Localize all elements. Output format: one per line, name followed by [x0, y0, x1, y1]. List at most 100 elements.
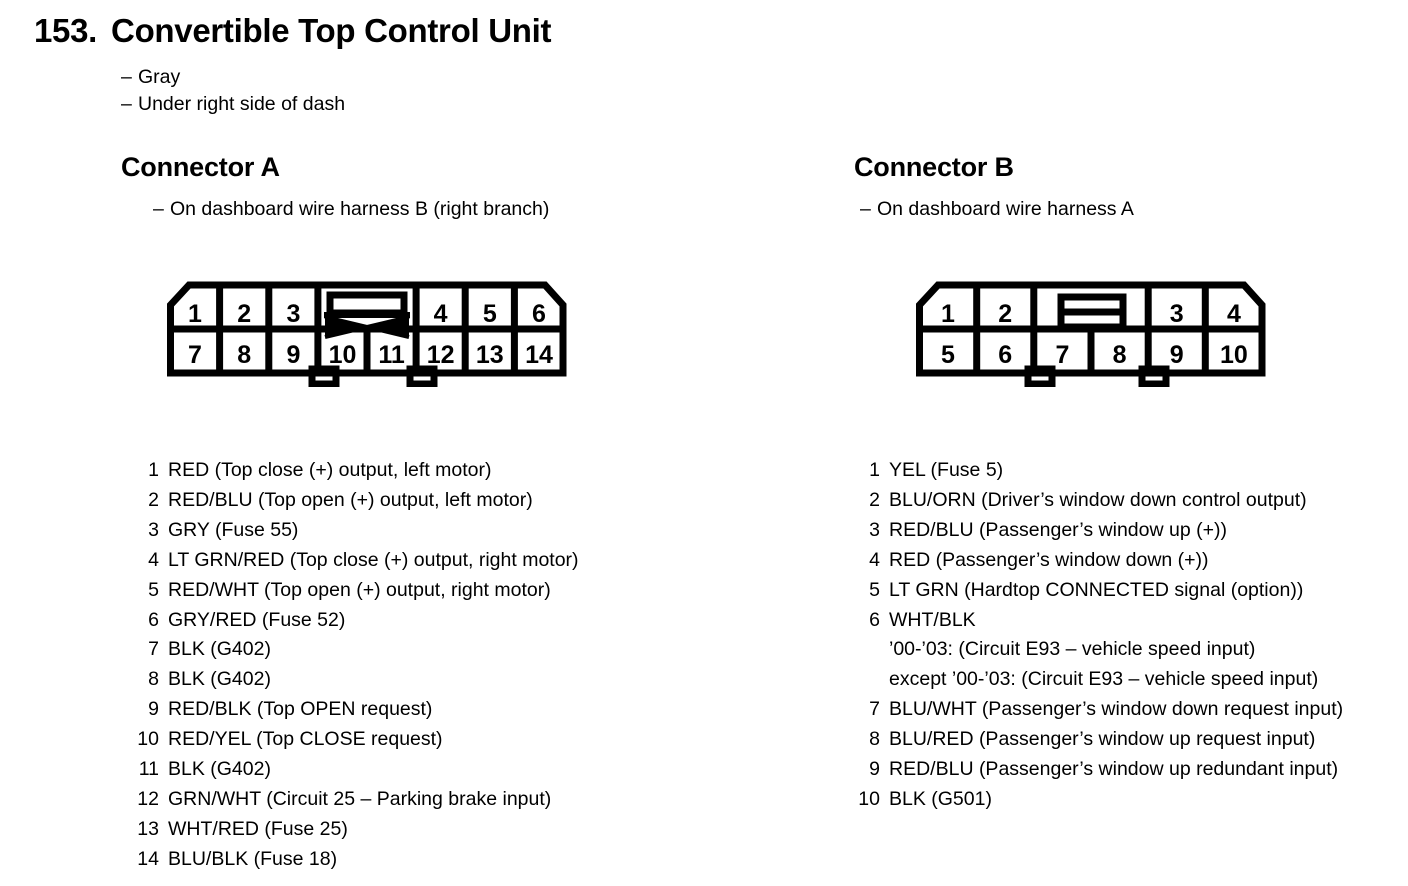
connector-b-pin-number: 8 — [1113, 341, 1127, 369]
connector-a-pin-number: 14 — [525, 341, 553, 369]
pin-number: 3 — [148, 518, 159, 541]
pin-description-subline: except ’00-’03: (Circuit E93 – vehicle s… — [889, 668, 1319, 691]
connector-a-pin-number: 11 — [378, 341, 405, 369]
connector-a-pin-number: 5 — [483, 300, 497, 328]
connector-a-pinout-diagram: 1 2 3 4 5 6 7 8 9 10 11 12 13 14 — [167, 281, 567, 387]
pin-description: BLU/BLK (Fuse 18) — [168, 847, 338, 870]
connector-a-pin-number: 7 — [188, 341, 202, 369]
pin-list-item: 6 WHT/BLK — [854, 606, 1343, 636]
pin-description: BLK (G402) — [168, 758, 271, 781]
connector-b-title: Connector B — [854, 152, 1014, 182]
pin-list-item: 5 RED/WHT (Top open (+) output, right mot… — [133, 576, 579, 606]
pin-number: 8 — [869, 728, 880, 751]
pin-description: RED/BLU (Passenger’s window up (+)) — [889, 518, 1227, 541]
connector-a-pin-number: 3 — [286, 300, 300, 328]
pin-number: 8 — [148, 668, 159, 691]
connector-b-pin-number: 1 — [941, 300, 955, 328]
list-item: –Under right side of dash — [121, 91, 345, 118]
dash-icon: – — [121, 93, 132, 115]
pin-description-subline: ’00-’03: (Circuit E93 – vehicle speed in… — [889, 638, 1256, 661]
pin-description: RED (Passenger’s window down (+)) — [889, 548, 1209, 571]
connector-a-lock-tab — [406, 365, 438, 387]
page-title: 153. Convertible Top Control Unit — [34, 12, 551, 50]
pin-list-item: 14 BLU/BLK (Fuse 18) — [133, 845, 579, 875]
pin-description: BLU/RED (Passenger’s window up request i… — [889, 728, 1316, 751]
pin-list-item: 6 GRY/RED (Fuse 52) — [133, 606, 579, 636]
connector-a-housing-outline — [167, 281, 567, 377]
page-title-text: Convertible Top Control Unit — [111, 12, 552, 49]
pin-list-item: 4 RED (Passenger’s window down (+)) — [854, 546, 1343, 576]
connector-b-latch-icon — [1057, 293, 1127, 331]
connector-a-pin-number: 8 — [237, 341, 251, 369]
unit-location-label: Under right side of dash — [138, 93, 346, 115]
unit-color-label: Gray — [138, 66, 181, 88]
connector-b-pin-number: 4 — [1227, 300, 1241, 328]
connector-a-subtitle: On dashboard wire harness B (right branc… — [170, 198, 550, 220]
page-title-number: 153. — [34, 12, 98, 49]
pin-number: 2 — [148, 488, 159, 511]
pin-description: GRY/RED (Fuse 52) — [168, 608, 346, 631]
connector-b-pin-list: 1 YEL (Fuse 5) 2 BLU/ORN (Driver’s window … — [854, 456, 1343, 815]
connector-a-pin-number: 9 — [286, 341, 300, 369]
pin-description: WHT/RED (Fuse 25) — [168, 817, 348, 840]
dash-icon: – — [153, 198, 164, 220]
pin-description: RED/BLU (Passenger’s window up redundant… — [889, 758, 1339, 781]
connector-a-latch-icon — [324, 291, 410, 339]
pin-number: 2 — [869, 488, 880, 511]
pin-number: 10 — [858, 787, 880, 810]
connector-b-lock-tab — [1024, 365, 1056, 387]
pin-number: 4 — [869, 548, 880, 571]
pin-number: 1 — [869, 459, 880, 481]
connector-a-pin-number: 4 — [434, 300, 448, 328]
pin-number: 1 — [148, 459, 159, 481]
pin-number: 6 — [148, 608, 159, 631]
pin-number: 12 — [137, 787, 159, 810]
connector-a-pin-number: 13 — [476, 341, 504, 369]
pin-number: 5 — [869, 578, 880, 601]
pin-number: 9 — [869, 758, 880, 781]
connector-a-title: Connector A — [121, 152, 280, 182]
connector-a-pin-number: 12 — [427, 341, 455, 369]
pin-description: BLU/WHT (Passenger’s window down request… — [889, 698, 1344, 721]
pin-number: 14 — [137, 847, 159, 870]
unit-properties-list: –Gray –Under right side of dash — [121, 64, 345, 118]
pin-number: 5 — [148, 578, 159, 601]
pin-list-item: 7 BLU/WHT (Passenger’s window down reques… — [854, 695, 1343, 725]
connector-b-pin-number: 2 — [998, 300, 1012, 328]
connector-b-pin-number: 9 — [1170, 341, 1184, 369]
pin-number: 4 — [148, 548, 159, 571]
pin-description: LT GRN/RED (Top close (+) output, right … — [168, 548, 579, 571]
connector-b-pin-number: 6 — [998, 341, 1012, 369]
connector-b-subtitle: On dashboard wire harness A — [877, 198, 1134, 220]
pin-description: RED/BLK (Top OPEN request) — [168, 698, 433, 721]
pin-list-item: 8 BLU/RED (Passenger’s window up request … — [854, 725, 1343, 755]
connector-b-lock-tab — [1138, 365, 1170, 387]
pin-description: YEL (Fuse 5) — [889, 459, 1004, 481]
connector-b-pin-number: 3 — [1170, 300, 1184, 328]
pin-description: RED (Top close (+) output, left motor) — [168, 459, 492, 481]
pin-description: BLK (G402) — [168, 638, 271, 661]
pin-description: GRY (Fuse 55) — [168, 518, 299, 541]
connector-b-pin-number: 7 — [1055, 341, 1069, 369]
pin-description: RED/BLU (Top open (+) output, left motor… — [168, 488, 533, 511]
pin-description: GRN/WHT (Circuit 25 – Parking brake inpu… — [168, 787, 552, 810]
pin-list-item: 3 GRY (Fuse 55) — [133, 516, 579, 546]
pin-description: WHT/BLK — [889, 608, 976, 631]
pin-number: 6 — [869, 608, 880, 631]
connector-b-housing-outline — [916, 281, 1266, 377]
connector-a-pin-number: 10 — [329, 341, 357, 369]
pin-list-item: 11 BLK (G402) — [133, 755, 579, 785]
pin-number: 7 — [869, 698, 880, 721]
pin-description: BLU/ORN (Driver’s window down control ou… — [889, 488, 1307, 511]
connector-a-subtitle-row: –On dashboard wire harness B (right bran… — [153, 198, 549, 221]
pin-description: RED/WHT (Top open (+) output, right moto… — [168, 578, 551, 601]
connector-a-pin-number: 2 — [237, 300, 251, 328]
connector-b-pin-number: 5 — [941, 341, 955, 369]
dash-icon: – — [860, 198, 871, 220]
pin-number: 11 — [138, 758, 159, 781]
